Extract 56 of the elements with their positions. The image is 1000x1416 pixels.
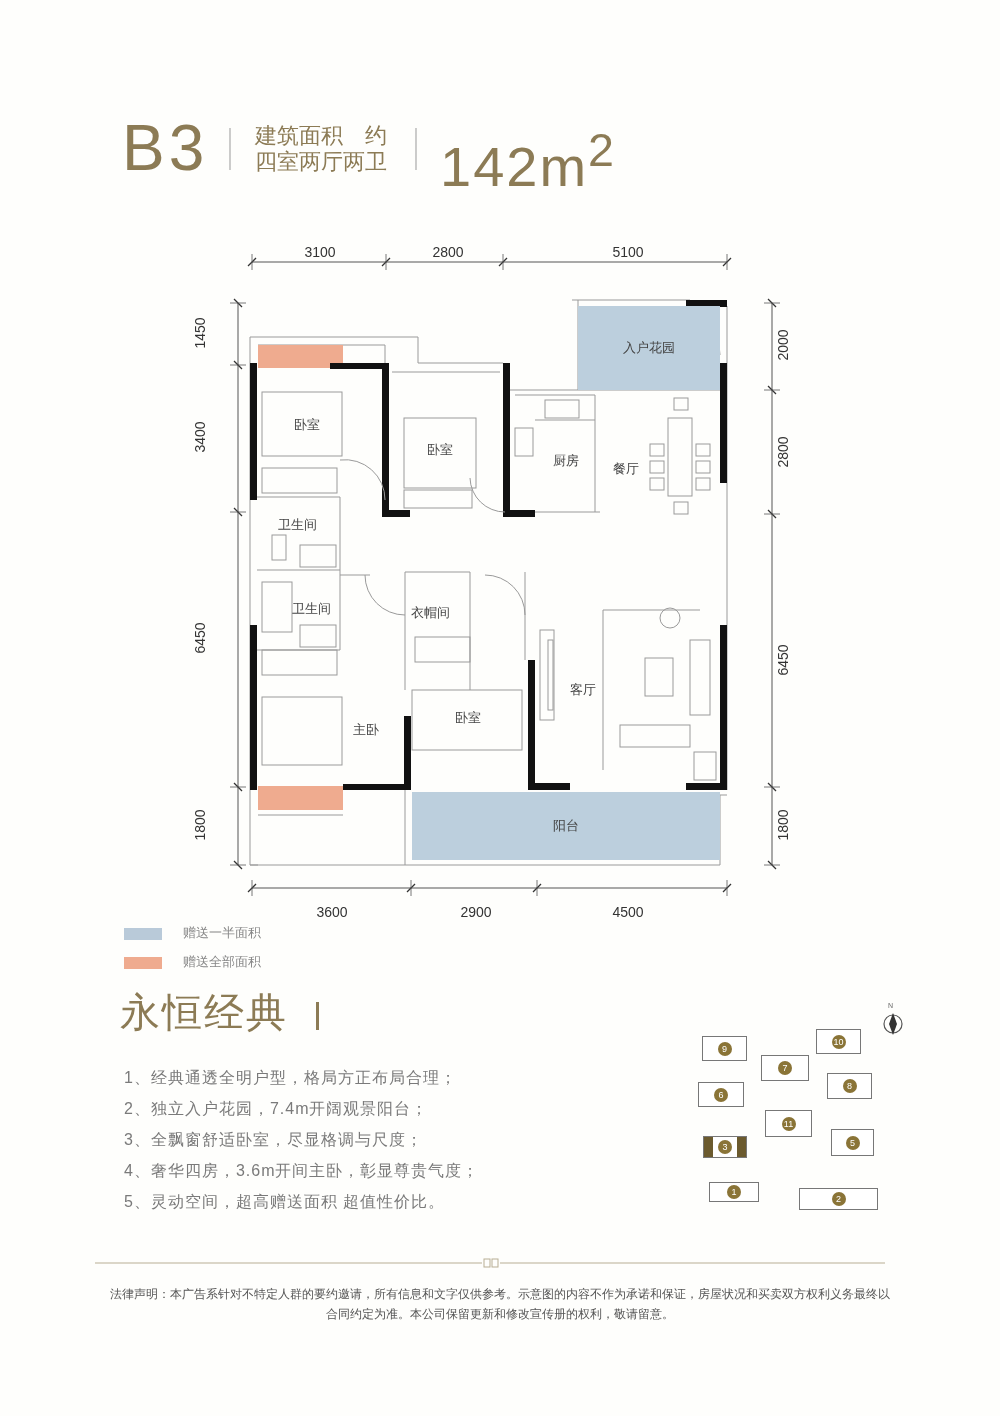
building-number: 1 <box>727 1185 741 1199</box>
dimension-label: 3100 <box>303 244 337 260</box>
feature-item: 4、奢华四房，3.6m开间主卧，彰显尊贵气度； <box>124 1161 480 1181</box>
area-value: 142m$^{2}$ <box>440 123 617 199</box>
room-label: 卧室 <box>277 416 337 434</box>
building-block <box>761 1055 809 1081</box>
legend-label: 赠送一半面积 <box>183 925 261 941</box>
feature-item: 1、经典通透全明户型，格局方正布局合理； <box>124 1068 457 1088</box>
room-label: 餐厅 <box>596 460 656 478</box>
dimension-label: 2800 <box>775 435 791 470</box>
dimension-label: 1800 <box>192 808 208 843</box>
building-number: 7 <box>778 1061 792 1075</box>
building-number: 5 <box>845 1135 860 1150</box>
dimension-label: 2800 <box>431 244 465 260</box>
building-block <box>709 1182 759 1202</box>
dimension-label: 1450 <box>192 316 208 351</box>
room-label: 卧室 <box>438 709 498 727</box>
room-label: 厨房 <box>536 452 596 470</box>
building-block <box>816 1029 861 1054</box>
legend-label: 赠送全部面积 <box>183 954 261 970</box>
feature-item: 5、灵动空间，超高赠送面积 超值性价比。 <box>124 1192 446 1212</box>
building-number: 9 <box>717 1041 732 1056</box>
dimension-label: 2900 <box>459 904 493 920</box>
building-block <box>702 1036 747 1061</box>
dimension-label: 5100 <box>611 244 645 260</box>
room-label: 客厅 <box>553 681 613 699</box>
room-label: 主卧 <box>336 721 396 739</box>
feature-item: 2、独立入户花园，7.4m开阔观景阳台； <box>124 1099 429 1119</box>
dimension-label: 2000 <box>775 328 791 363</box>
room-label: 卫生间 <box>281 600 341 618</box>
dimension-label: 4500 <box>611 904 645 920</box>
legal-notice: 法律声明：本广告系针对不特定人群的要约邀请，所有信息和文字仅供参考。示意图的内容不作为承诺和保证，房屋状况和买卖双方权利义务最终以合同约定为准。本公司保留更新和修改宣传册的权利，敬请留意。 <box>110 1287 890 1322</box>
unit-type-title: B3 <box>122 112 209 184</box>
building-block <box>765 1110 812 1137</box>
section-heading: 永恒经典 <box>120 988 288 1036</box>
building-block <box>831 1129 874 1156</box>
area-caption: 建筑面积 约 <box>255 124 387 148</box>
room-label: 衣帽间 <box>400 604 460 622</box>
room-label: 卫生间 <box>267 516 327 534</box>
building-number: 8 <box>842 1079 857 1093</box>
dimension-label: 3600 <box>315 904 349 920</box>
feature-item: 3、全飘窗舒适卧室，尽显格调与尺度； <box>124 1130 423 1150</box>
dimension-label: 1800 <box>775 808 791 843</box>
building-block <box>703 1136 747 1158</box>
building-block <box>799 1188 878 1210</box>
dimension-label: 3400 <box>192 420 208 455</box>
building-number: 2 <box>831 1192 846 1206</box>
dimension-label: 6450 <box>192 621 208 656</box>
building-number: 11 <box>781 1116 796 1131</box>
layout-caption: 四室两厅两卫 <box>255 150 387 174</box>
building-number: 6 <box>714 1087 728 1102</box>
building-block <box>827 1073 872 1099</box>
building-number: 10 <box>831 1034 846 1049</box>
building-number: 3 <box>718 1140 732 1154</box>
building-block <box>698 1082 744 1107</box>
dimension-label: 6450 <box>775 643 791 678</box>
